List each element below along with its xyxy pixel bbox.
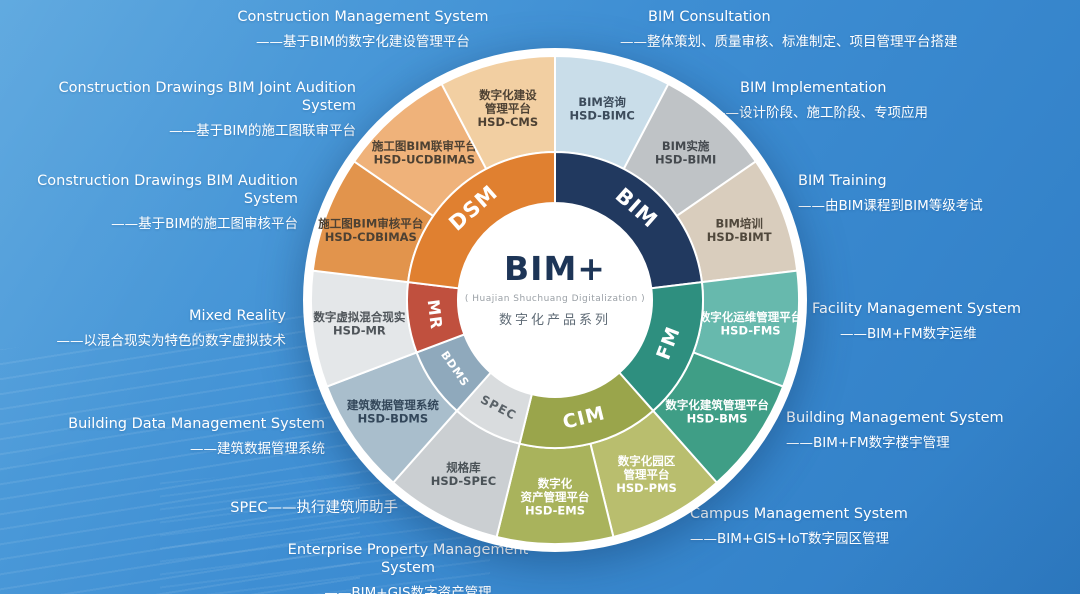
annotation-title: Construction Drawings BIM Joint Audition… (58, 80, 356, 114)
category-label-mr: MR (424, 298, 447, 330)
annotation-facility-management-system: Facility Management System ——BIM+FM数字运维 (812, 300, 1052, 343)
annotation-title: Campus Management System (690, 506, 908, 522)
annotation-construction-drawings-bim-joint-audition-system: Construction Drawings BIM Joint Audition… (30, 79, 356, 140)
annotation-desc: ——基于BIM的施工图审核平台 (111, 216, 298, 232)
annotation-desc: ——基于BIM的施工图联审平台 (169, 123, 356, 139)
annotation-desc: ——BIM+FM数字楼宇管理 (786, 435, 950, 451)
annotation-title: Building Management System (786, 410, 1004, 426)
annotation-title: Construction Drawings BIM Audition Syste… (37, 173, 298, 207)
annotation-desc: ——以混合现实为特色的数字虚拟技术 (56, 333, 287, 349)
annotation-desc: ——建筑数据管理系统 (190, 441, 325, 457)
annotation-desc: ——基于BIM的数字化建设管理平台 (256, 34, 470, 50)
annotation-enterprise-property-management-system: Enterprise Property Management System ——… (263, 541, 553, 594)
annotation-bim-consultation: BIM Consultation ——整体策划、质量审核、标准制定、项目管理平台… (620, 8, 1000, 51)
annotation-building-data-management-system: Building Data Management System ——建筑数据管理… (55, 415, 325, 458)
wheel-hub (458, 203, 652, 397)
annotation-mixed-reality: Mixed Reality ——以混合现实为特色的数字虚拟技术 (16, 307, 287, 350)
annotation-bim-training: BIM Training ——由BIM课程到BIM等级考试 (798, 172, 1048, 215)
annotation-desc: ——BIM+GIS+IoT数字园区管理 (690, 531, 890, 547)
annotation-desc: ——设计阶段、施工阶段、专项应用 (712, 105, 928, 121)
annotation-desc: ——BIM+GIS数字资产管理 (324, 585, 492, 594)
annotation-campus-management-system: Campus Management System ——BIM+GIS+IoT数字… (690, 505, 960, 548)
annotation-building-management-system: Building Management System ——BIM+FM数字楼宇管… (786, 409, 1036, 452)
annotation-title: BIM Implementation (740, 80, 887, 96)
annotation-desc: ——整体策划、质量审核、标准制定、项目管理平台搭建 (620, 34, 958, 50)
annotation-construction-management-system: Construction Management System ——基于BIM的数… (208, 8, 518, 51)
annotation-spec-assistant: SPEC——执行建筑师助手 (140, 499, 398, 517)
annotation-title: Construction Management System (237, 9, 489, 25)
annotation-title: BIM Consultation (648, 9, 771, 25)
annotation-title: SPEC——执行建筑师助手 (230, 500, 398, 516)
annotation-title: Building Data Management System (68, 416, 325, 432)
annotation-bim-implementation: BIM Implementation ——设计阶段、施工阶段、专项应用 (712, 79, 1012, 122)
annotation-title: BIM Training (798, 173, 887, 189)
annotation-construction-drawings-bim-audition-system: Construction Drawings BIM Audition Syste… (10, 172, 298, 233)
annotation-desc: ——由BIM课程到BIM等级考试 (798, 198, 983, 214)
annotation-title: Enterprise Property Management System (287, 542, 529, 576)
annotation-title: Facility Management System (812, 301, 1022, 317)
annotation-desc: ——BIM+FM数字运维 (840, 326, 977, 342)
annotation-title: Mixed Reality (189, 308, 286, 324)
